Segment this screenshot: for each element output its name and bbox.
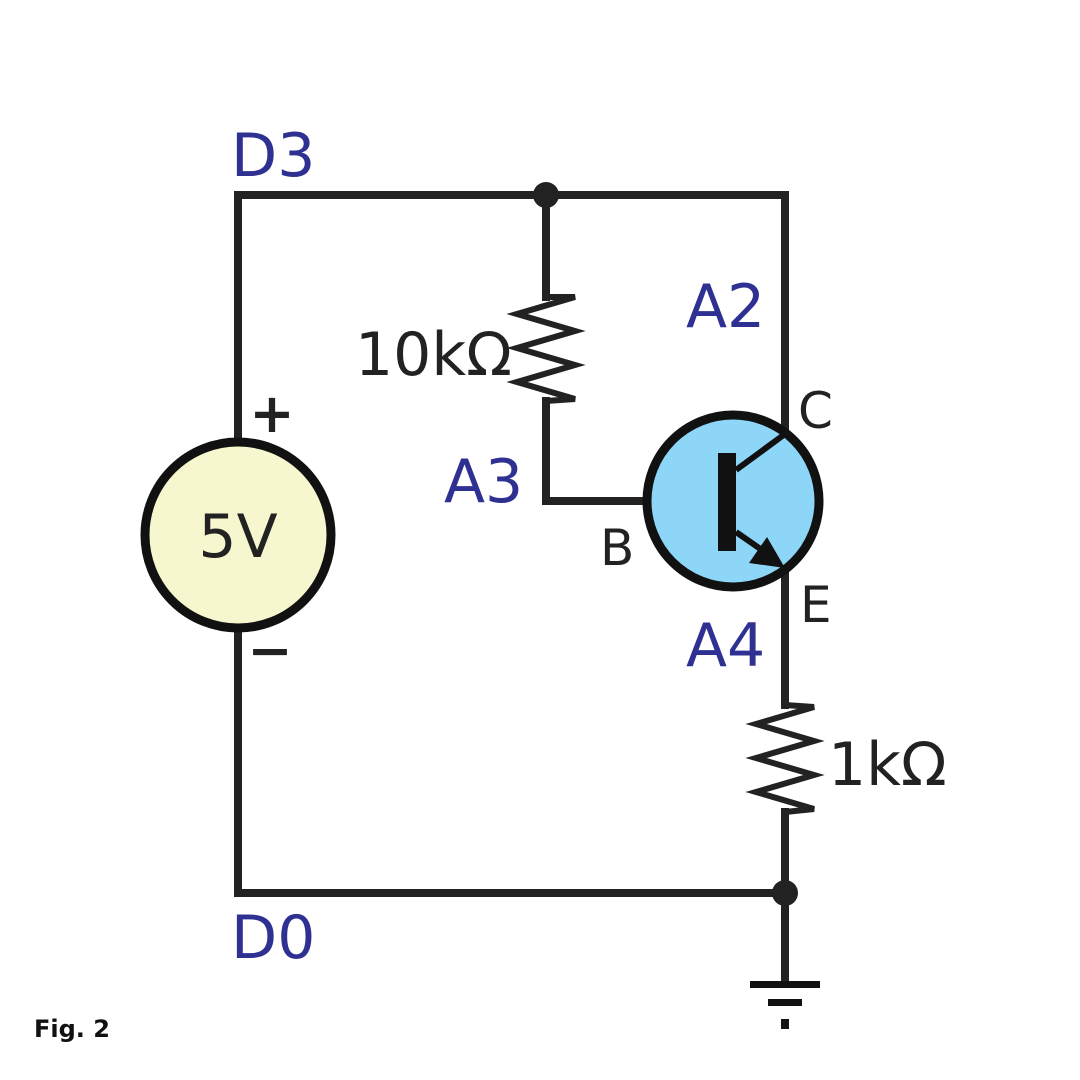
top-wire xyxy=(234,191,789,629)
emitter-resistor-zigzag xyxy=(745,702,825,815)
source-minus-label: − xyxy=(247,619,292,682)
transistor-emitter-label: E xyxy=(800,576,832,634)
bottom-junction-node xyxy=(772,880,798,906)
emitter-resistor-value-label: 1kΩ xyxy=(828,730,947,800)
pin-label-a3: A3 xyxy=(444,447,523,517)
pin-label-a4: A4 xyxy=(686,611,765,681)
figure-caption: Fig. 2 xyxy=(34,1015,110,1043)
source-voltage-label: 5V xyxy=(198,502,277,572)
top-junction-node xyxy=(533,182,559,208)
emitter-arrow-icon xyxy=(749,537,785,568)
pin-label-d3: D3 xyxy=(231,121,315,191)
transistor-base-bar xyxy=(718,453,736,551)
base-resistor-zigzag xyxy=(506,294,586,404)
bottom-wire xyxy=(234,621,789,897)
transistor-base-label: B xyxy=(600,519,634,577)
pin-label-a2: A2 xyxy=(686,272,765,342)
voltage-source-circle xyxy=(140,437,336,633)
transistor-collector-lead xyxy=(734,431,787,473)
source-plus-label: + xyxy=(249,382,294,445)
pin-label-d0: D0 xyxy=(231,903,315,973)
base-resistor-value-label: 10kΩ xyxy=(355,320,512,390)
ground-icon xyxy=(750,981,820,1029)
transistor-collector-label: C xyxy=(798,382,833,440)
